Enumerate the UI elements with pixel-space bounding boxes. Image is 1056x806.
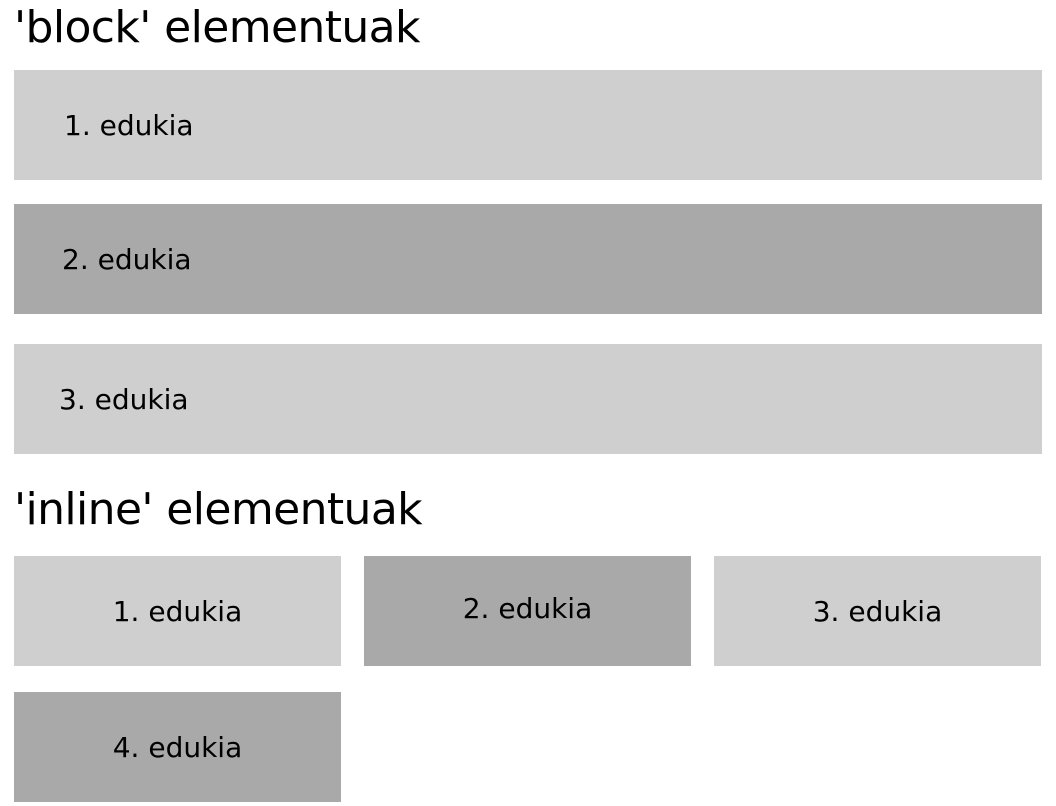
block-item-1: 1. edukia [14,70,1042,180]
block-item-label: 3. edukia [59,382,189,416]
inline-section-title: 'inline' elementuak [14,484,423,535]
inline-item-2: 2. edukia [364,556,691,666]
block-item-label: 2. edukia [62,242,192,276]
inline-item-label: 1. edukia [112,594,243,628]
inline-item-label: 4. edukia [112,730,243,764]
block-item-3: 3. edukia [14,344,1042,454]
inline-item-4: 4. edukia [14,692,341,802]
inline-item-1: 1. edukia [14,556,341,666]
inline-item-3: 3. edukia [714,556,1041,666]
inline-item-label: 3. edukia [812,594,943,628]
block-item-2: 2. edukia [14,204,1042,314]
block-section-title: 'block' elementuak [14,2,420,53]
block-item-label: 1. edukia [64,108,194,142]
inline-item-label: 2. edukia [462,591,593,625]
